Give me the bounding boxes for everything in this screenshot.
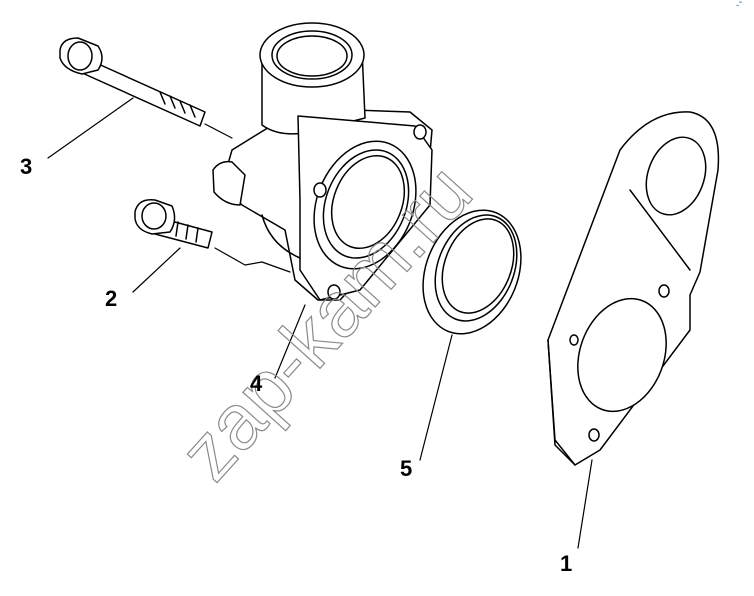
short-bolt <box>134 199 213 249</box>
gasket-top-hole <box>645 136 707 216</box>
corner-mark: -̃ <box>736 0 739 10</box>
housing-bolt-hole <box>327 284 341 300</box>
callout-1: 1 <box>560 551 573 576</box>
gasket-plate <box>547 111 720 466</box>
long-bolt <box>59 37 206 127</box>
callout-4: 4 <box>250 371 263 396</box>
gasket-main-hole <box>577 297 667 413</box>
gasket-bolt-hole <box>569 334 579 346</box>
thermostat-housing <box>212 22 433 301</box>
housing-bolt-hole <box>413 124 427 140</box>
sealing-ring <box>422 209 522 335</box>
callout-2: 2 <box>105 286 118 311</box>
callout-5: 5 <box>400 456 413 481</box>
gasket-bolt-hole <box>588 428 600 442</box>
housing-bolt-hole <box>313 182 327 198</box>
leader-lines <box>47 97 593 549</box>
callout-3: 3 <box>20 154 33 179</box>
gasket-bolt-hole <box>658 284 670 298</box>
